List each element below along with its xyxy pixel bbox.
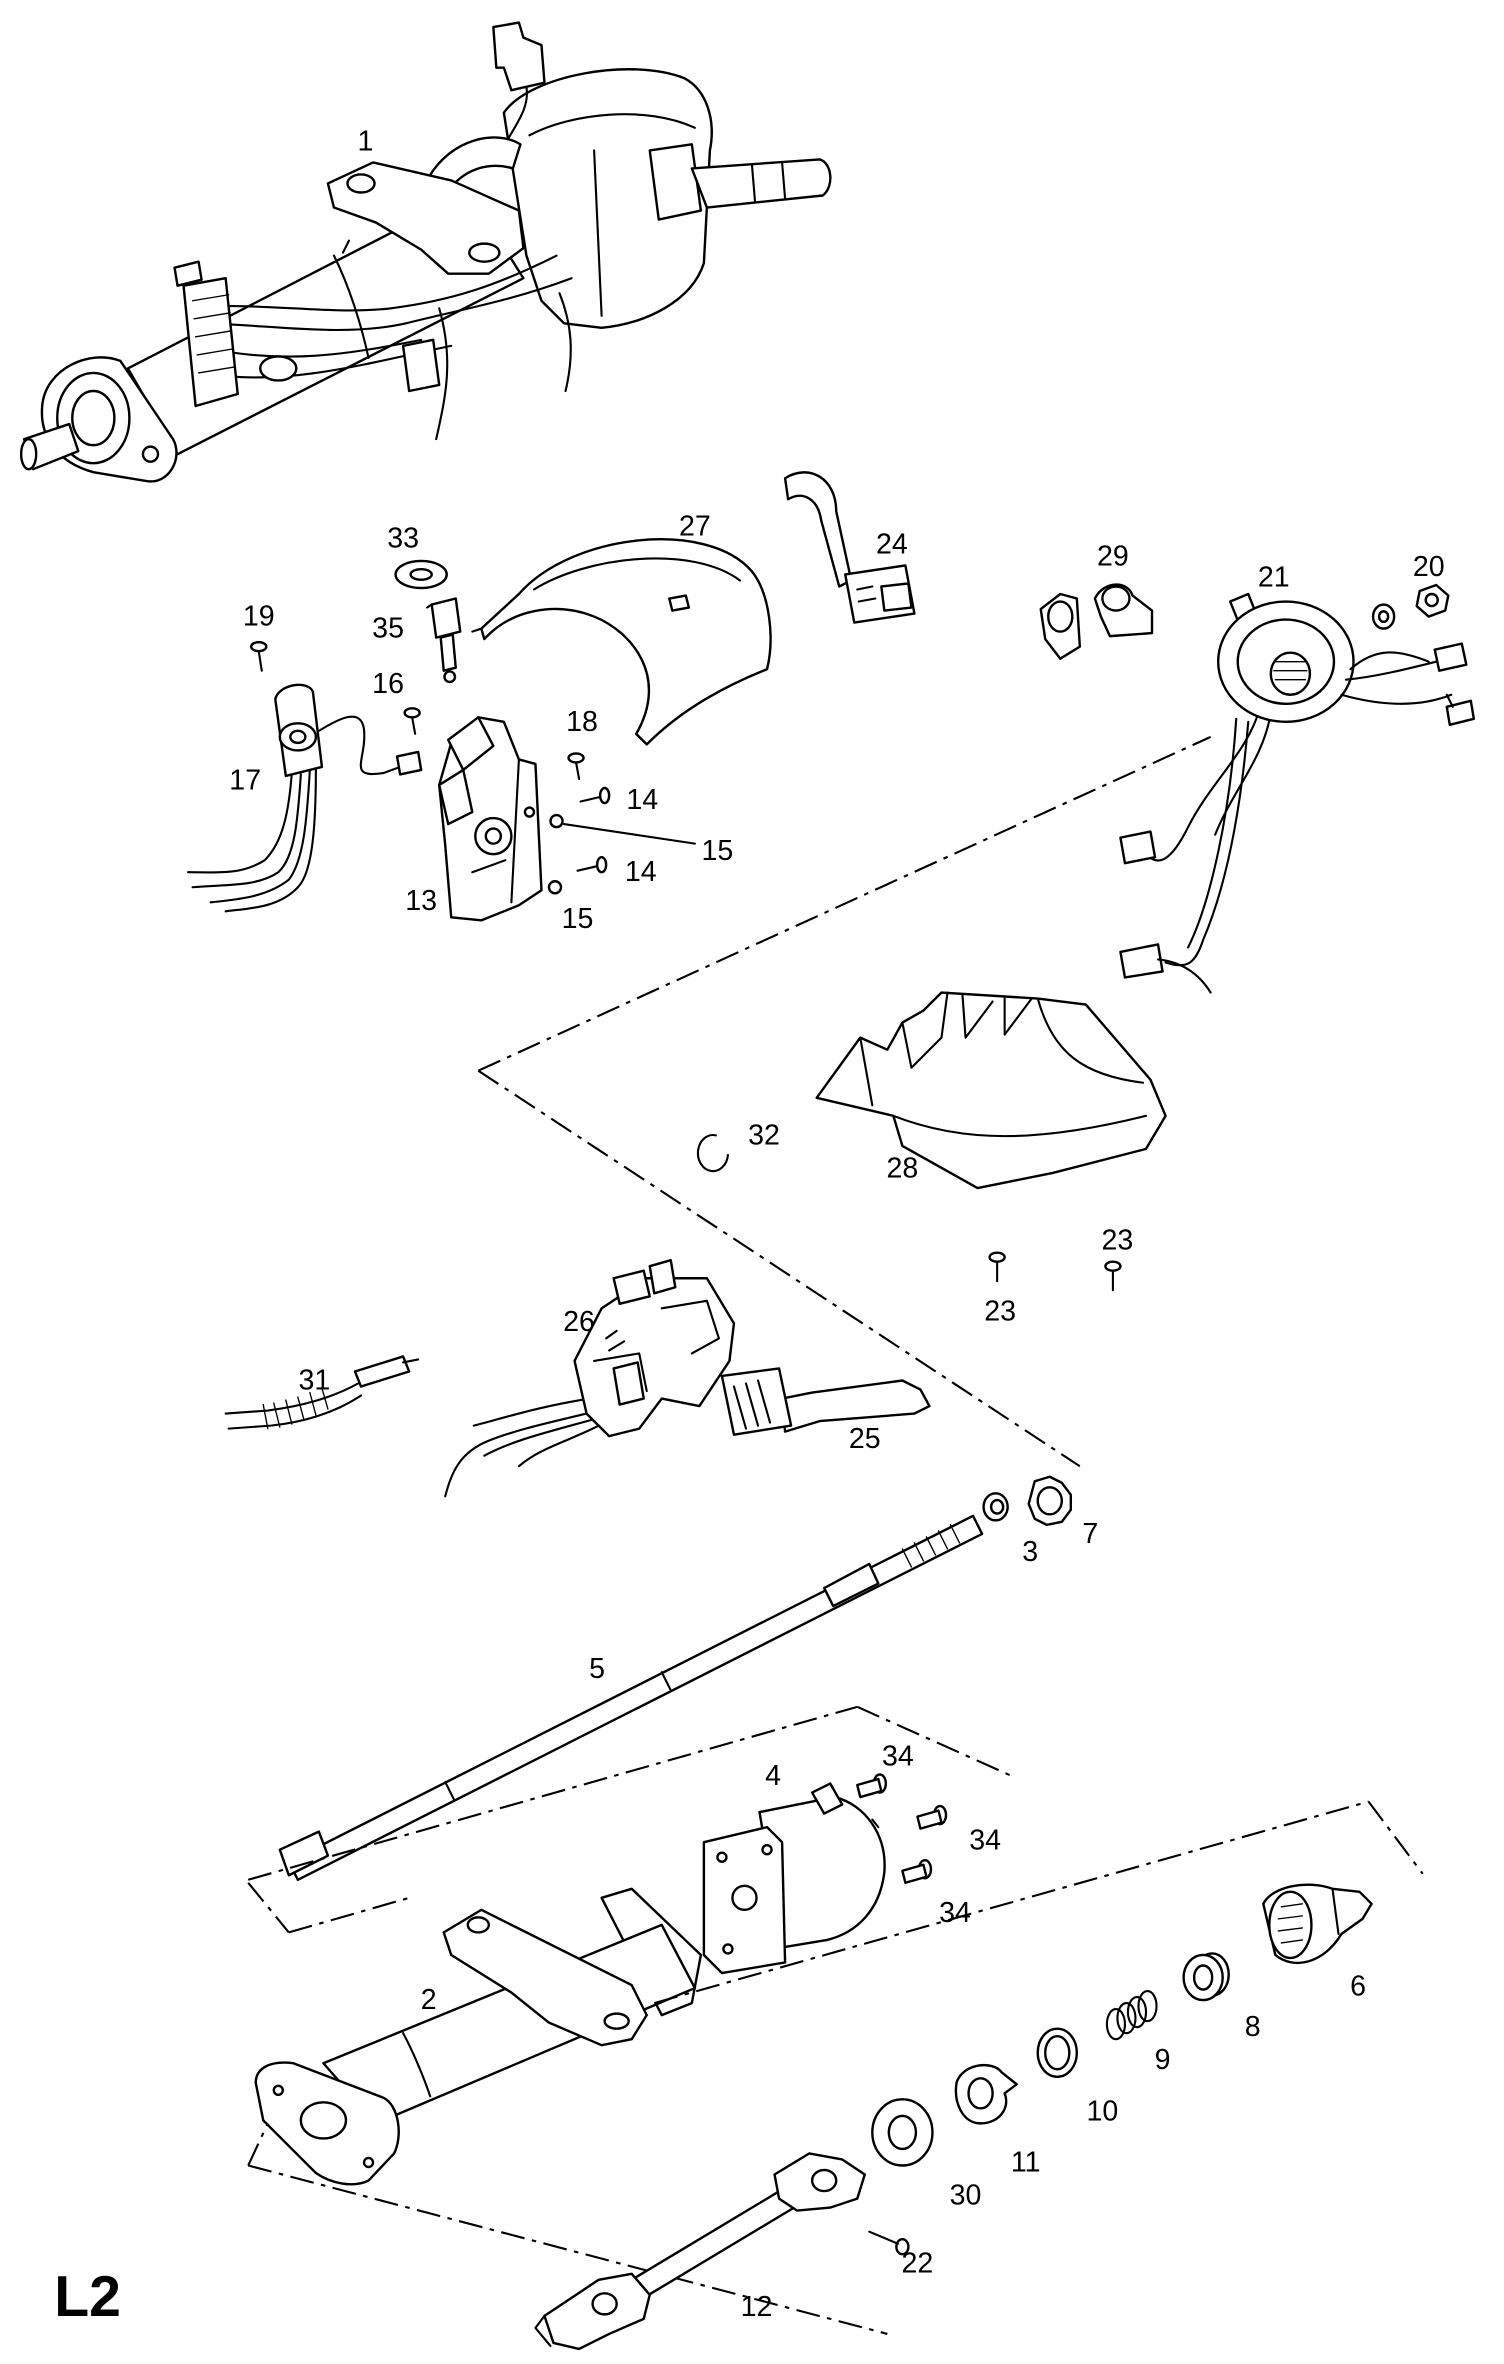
screw-23-left: [988, 1251, 1006, 1283]
callout-label: 33: [387, 522, 419, 554]
callout-label: 18: [566, 706, 598, 738]
screw-19: [250, 640, 268, 672]
lower-shroud-28: [815, 991, 1167, 1190]
callout-label: 31: [298, 1365, 330, 1397]
callout-label: 16: [372, 668, 404, 700]
spring-9: [1105, 1990, 1158, 2041]
callout-label: 34: [882, 1740, 914, 1772]
callout-label: 34: [939, 1897, 971, 1929]
ring-15-upper: [549, 813, 696, 845]
alignment-frame-shaft: [247, 1705, 1016, 1934]
clip-32: [696, 1133, 729, 1173]
lock-housing-13: [438, 716, 543, 922]
screw-16: [403, 707, 421, 735]
bushing-8: [1182, 1952, 1230, 2002]
callout-label: 5: [589, 1653, 605, 1685]
steering-column-assembly: [19, 21, 832, 483]
steering-shaft-5: [278, 1514, 984, 1881]
callout-labels: 1 33 27 24 29 21 20 19 35 16 18 17 14 15…: [229, 125, 1444, 2322]
callout-label: 26: [563, 1306, 595, 1338]
screw-34-middle: [916, 1804, 948, 1830]
bolt-22: [868, 2230, 910, 2256]
joint-6: [1262, 1883, 1373, 1964]
upper-shroud-27: [471, 538, 772, 746]
callout-label: 21: [1258, 561, 1290, 593]
callout-label: 34: [969, 1825, 1001, 1857]
callout-label: 23: [984, 1295, 1016, 1327]
alignment-lines-upper: [477, 735, 1212, 1468]
callout-label: 9: [1155, 2044, 1171, 2076]
callout-label: 28: [886, 1152, 918, 1184]
callout-label: 19: [243, 601, 275, 633]
washer-10: [1036, 2027, 1079, 2078]
wiring-connector-31: [224, 1355, 420, 1430]
callout-label: 23: [1102, 1225, 1134, 1257]
callout-label: 25: [849, 1423, 881, 1455]
lever-switch-24: [783, 471, 916, 624]
column-tube-2: [254, 1887, 703, 2186]
callout-label: 14: [625, 856, 657, 888]
screw-34-top: [856, 1773, 888, 1799]
callout-label: 14: [626, 784, 658, 816]
screw-14-lower: [576, 855, 608, 874]
callout-label: 22: [902, 2247, 934, 2279]
ignition-switch-17: [187, 683, 423, 913]
lever-25: [720, 1367, 931, 1436]
callout-label: 24: [876, 528, 908, 560]
switch-assembly-26: [444, 1258, 736, 1498]
contact-ring-21: [1119, 592, 1476, 994]
callout-label: 10: [1086, 2095, 1118, 2127]
callout-label: 27: [679, 510, 711, 542]
retainer-ring-7: [1027, 1475, 1073, 1527]
callout-label: 3: [1022, 1536, 1038, 1568]
screw-23-right: [1104, 1260, 1122, 1292]
callout-label: 35: [372, 613, 404, 645]
callout-label: 1: [358, 125, 374, 157]
screw-18: [567, 752, 585, 781]
page-code: L2: [54, 2265, 121, 2329]
callout-label: 12: [741, 2291, 773, 2323]
callout-label: 6: [1350, 1971, 1366, 2003]
switch-35: [426, 597, 462, 684]
bushing-3: [982, 1492, 1009, 1522]
callout-label: 2: [421, 1984, 437, 2016]
callout-label: 30: [950, 2180, 982, 2212]
nut-washer-20: [1371, 583, 1450, 630]
callout-label: 29: [1097, 540, 1129, 572]
clips-29: [1039, 583, 1154, 660]
screw-34-bottom: [901, 1859, 933, 1884]
callout-label: 15: [702, 835, 734, 867]
plate-11: [954, 2064, 1018, 2125]
alignment-lines-lower: [247, 1800, 1424, 2335]
housing-4: [702, 1782, 886, 1975]
callout-label: 32: [748, 1119, 780, 1151]
callout-label: 7: [1082, 1518, 1098, 1550]
callout-label: 15: [562, 903, 594, 935]
screw-14-upper: [579, 786, 611, 805]
callout-label: 4: [765, 1760, 781, 1792]
callout-label: 20: [1413, 551, 1445, 583]
callout-label: 8: [1245, 2011, 1261, 2043]
callout-label: 17: [229, 765, 261, 797]
callout-label: 13: [405, 885, 437, 917]
intermediate-shaft-12: [534, 2152, 866, 2351]
washer-33: [394, 559, 448, 590]
ring-15-lower: [547, 880, 563, 895]
washer-30: [871, 2098, 934, 2167]
callout-label: 11: [1011, 2147, 1041, 2179]
